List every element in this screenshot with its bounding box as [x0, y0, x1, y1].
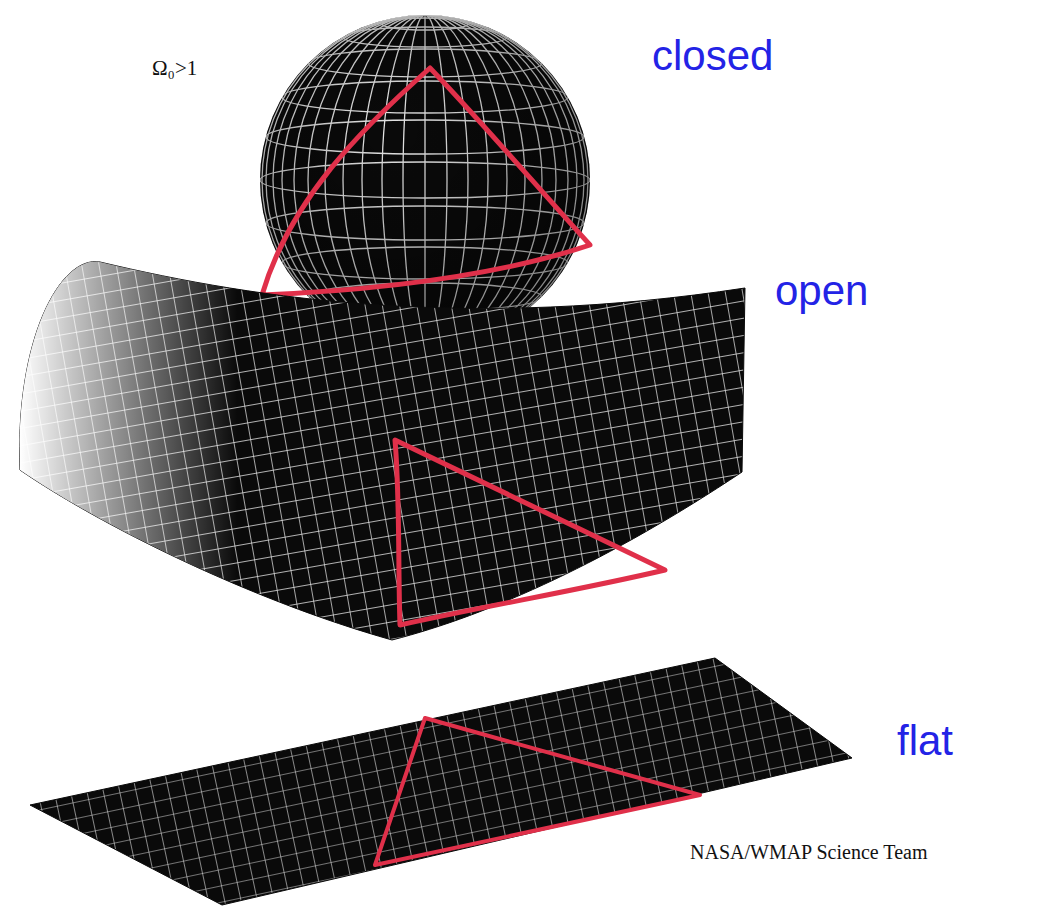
closed-label: closed [652, 35, 773, 77]
open-saddle [20, 262, 745, 640]
density-parameter: Ω₀>1 [152, 58, 197, 79]
open-label: open [775, 270, 868, 312]
flat-label: flat [897, 720, 953, 762]
closed-sphere [260, 15, 590, 345]
flat-plane [30, 658, 852, 905]
credit-note: NASA/WMAP Science Team [690, 842, 927, 862]
